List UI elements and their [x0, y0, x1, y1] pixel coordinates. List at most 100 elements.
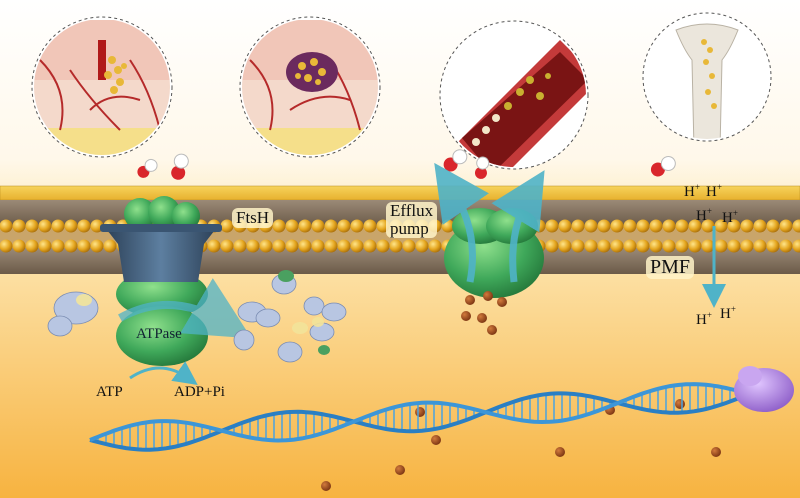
lipid-head	[38, 239, 52, 253]
lipid-head	[675, 239, 689, 253]
lipid-head	[77, 219, 91, 233]
lipid-head	[272, 219, 286, 233]
atpase-label: ATPase	[136, 326, 182, 342]
dna-helix	[89, 382, 759, 452]
lipid-head	[584, 219, 598, 233]
lipid-head	[714, 239, 728, 253]
lipid-head	[350, 219, 364, 233]
lipid-head	[363, 239, 377, 253]
ftsh-label: FtsH	[232, 208, 274, 228]
lipid-head	[38, 219, 52, 233]
lipid-head	[597, 239, 611, 253]
lipid-head	[636, 239, 650, 253]
lipid-head	[727, 219, 741, 233]
lipid-head	[64, 219, 78, 233]
efflux-pump	[434, 162, 545, 298]
inset-bone	[642, 12, 772, 142]
lipid-head	[64, 239, 78, 253]
lipid-head	[727, 239, 741, 253]
lipid-head	[0, 219, 13, 233]
pmf-label: PMF	[646, 256, 695, 279]
lipid-head	[285, 219, 299, 233]
lipid-head	[12, 239, 26, 253]
lipid-head	[415, 239, 429, 253]
lipid-head	[12, 219, 26, 233]
lipid-head	[714, 219, 728, 233]
proton-3: H+	[696, 206, 712, 224]
lipid-head	[233, 239, 247, 253]
lipid-head	[389, 239, 403, 253]
lipid-head	[597, 219, 611, 233]
lipid-head	[688, 239, 702, 253]
lipid-head	[766, 219, 780, 233]
lipid-head	[311, 239, 325, 253]
proton-1: H+	[684, 182, 700, 200]
lipid-head	[792, 219, 800, 233]
lipid-head	[792, 239, 800, 253]
degradation-arrow	[118, 278, 252, 339]
lipid-head	[285, 239, 299, 253]
lipid-head	[103, 239, 117, 253]
lipid-head	[350, 239, 364, 253]
lipid-head	[90, 239, 104, 253]
lipid-head	[311, 219, 325, 233]
lipid-head	[662, 239, 676, 253]
dna-binding-protein	[734, 366, 794, 412]
lipid-head	[740, 239, 754, 253]
lipid-head	[545, 219, 559, 233]
lipid-head	[51, 239, 65, 253]
lipid-head	[675, 219, 689, 233]
lipid-head	[0, 239, 13, 253]
lipid-head	[688, 219, 702, 233]
lipid-head	[766, 239, 780, 253]
lipid-head	[610, 219, 624, 233]
lipid-head	[662, 219, 676, 233]
lipid-head	[610, 239, 624, 253]
lipid-head	[428, 239, 442, 253]
lipid-head	[298, 219, 312, 233]
lipid-head	[220, 219, 234, 233]
lipid-head	[753, 219, 767, 233]
proton-5: H+	[696, 310, 712, 328]
inset-blood-vessel	[439, 20, 589, 170]
proton-2: H+	[706, 182, 722, 200]
lipid-head	[220, 239, 234, 253]
lipid-head	[324, 219, 338, 233]
atp-label: ATP	[96, 384, 123, 400]
efflux-line1: Efflux	[390, 201, 434, 220]
lipid-head	[571, 239, 585, 253]
lipid-head	[558, 219, 572, 233]
lipid-head	[623, 219, 637, 233]
lipid-head	[207, 239, 221, 253]
drug-particles	[321, 291, 721, 491]
lipid-head	[363, 219, 377, 233]
lipid-head	[51, 219, 65, 233]
lipid-head	[298, 239, 312, 253]
lipid-head	[571, 219, 585, 233]
atp-hydrolysis-arrow	[129, 361, 198, 385]
proton-4: H+	[722, 208, 738, 226]
lipid-head	[25, 219, 39, 233]
lipid-head	[337, 219, 351, 233]
lipid-head	[623, 239, 637, 253]
lipid-head	[701, 239, 715, 253]
lipid-head	[649, 219, 663, 233]
lipid-head	[246, 239, 260, 253]
substrate-protein-fragments	[47, 270, 347, 363]
lipid-head	[272, 239, 286, 253]
lipid-head	[376, 239, 390, 253]
proton-6: H+	[720, 304, 736, 322]
lipid-head	[740, 219, 754, 233]
lipid-head	[402, 239, 416, 253]
lipid-head	[636, 219, 650, 233]
lipid-head	[701, 219, 715, 233]
lipid-head	[324, 239, 338, 253]
lipid-head	[649, 239, 663, 253]
adp-pi-label: ADP+Pi	[174, 384, 225, 400]
lipid-head	[584, 239, 598, 253]
lipid-head	[558, 239, 572, 253]
lipid-head	[77, 239, 91, 253]
lipid-head	[753, 239, 767, 253]
